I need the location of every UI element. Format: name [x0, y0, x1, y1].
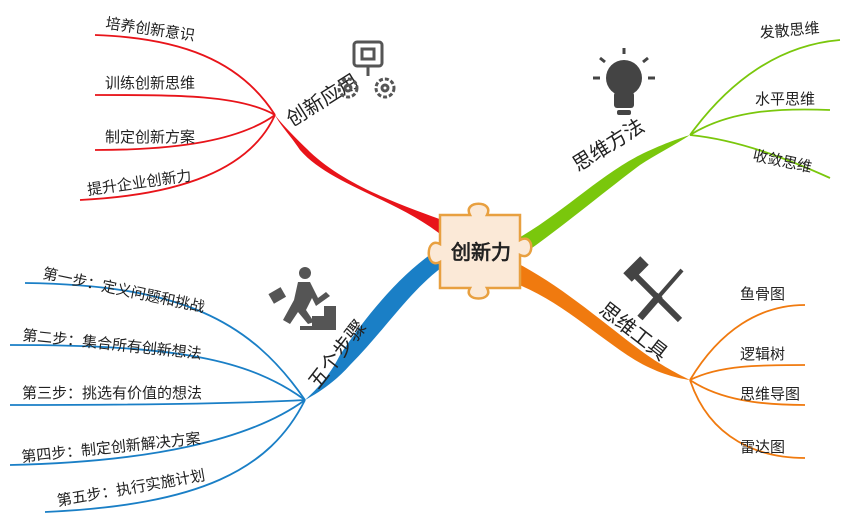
tools-item[interactable]: 思维导图 — [740, 385, 800, 403]
methods-sub-lines — [689, 39, 841, 179]
gears-robot-icon — [337, 40, 396, 99]
lightbulb-icon — [593, 48, 655, 115]
tools-item[interactable]: 雷达图 — [740, 438, 785, 456]
branch-steps — [305, 248, 445, 400]
steps-item[interactable]: 第三步：挑选有价值的想法 — [22, 384, 202, 402]
methods-item[interactable]: 水平思维 — [755, 90, 815, 108]
steps-item[interactable]: 第一步：定义问题和挑战 — [41, 264, 206, 316]
tools-sub-lines — [689, 304, 806, 459]
steps-item[interactable]: 第四步：制定创新解决方案 — [21, 429, 202, 466]
steps-sub-lines — [9, 282, 306, 513]
center-node[interactable]: 创新力 — [427, 202, 533, 300]
hammer-screwdriver-icon — [623, 256, 684, 323]
methods-item[interactable]: 收敛思维 — [751, 146, 813, 176]
tools-item[interactable]: 逻辑树 — [740, 345, 785, 363]
center-label: 创新力 — [450, 240, 511, 264]
branch-tools — [512, 262, 690, 380]
steps-item[interactable]: 第二步：集合所有创新想法 — [22, 326, 203, 363]
branch-methods — [515, 135, 690, 258]
branch-application — [275, 115, 448, 238]
methods-item[interactable]: 发散思维 — [759, 19, 820, 42]
running-stairs-icon — [268, 267, 336, 330]
application-item[interactable]: 训练创新思维 — [105, 74, 195, 92]
application-item[interactable]: 制定创新方案 — [105, 128, 195, 146]
tools-item[interactable]: 鱼骨图 — [740, 285, 785, 303]
application-sub-lines — [79, 34, 276, 201]
